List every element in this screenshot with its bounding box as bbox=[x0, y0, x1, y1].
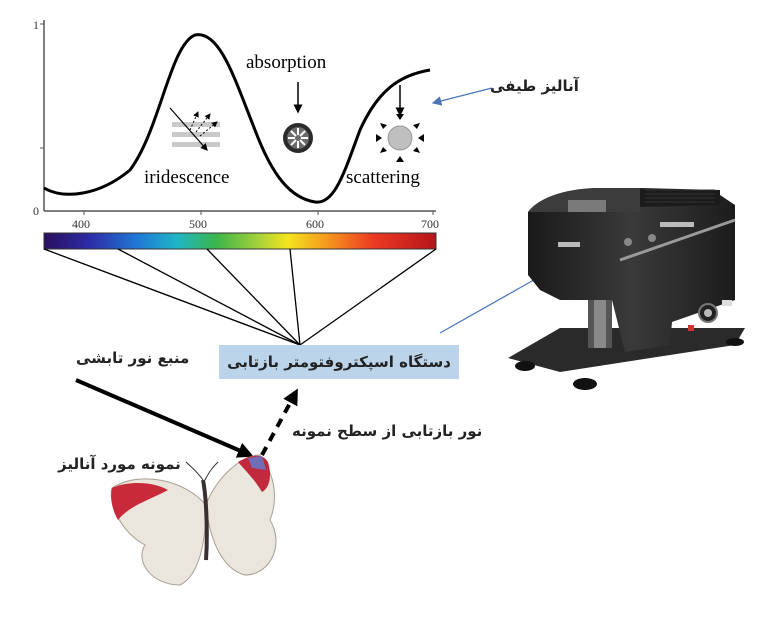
x-tick-label-600: 600 bbox=[306, 217, 324, 231]
reflected-light-label: نور بازتابی از سطح نمونه bbox=[292, 422, 483, 440]
reflectance-curve bbox=[43, 33, 431, 204]
sample-label: نمونه مورد آنالیز bbox=[58, 455, 181, 473]
reflected-light-arrow bbox=[260, 388, 298, 456]
spectral-graph: 1 0 400 500 600 700 iridescence absorpti… bbox=[33, 18, 439, 231]
x-tick-label-500: 500 bbox=[189, 217, 207, 231]
butterfly-image bbox=[110, 454, 277, 586]
spectral-analysis-pointer bbox=[431, 87, 493, 106]
scattering-label: scattering bbox=[346, 167, 420, 188]
absorption-label: absorption bbox=[246, 52, 327, 73]
y-tick-label-1: 1 bbox=[33, 18, 39, 32]
absorption-icon bbox=[283, 123, 313, 153]
spectral-analysis-label: آنالیز طیفی bbox=[490, 77, 579, 95]
x-tick-label-700: 700 bbox=[421, 217, 439, 231]
spectrophotometer-label: دستگاه اسپکتروفتومتر بازتابی bbox=[227, 353, 451, 371]
spectrum-fan-lines bbox=[43, 248, 437, 346]
scattering-icon bbox=[376, 114, 424, 162]
y-tick-label-0: 0 bbox=[33, 204, 39, 218]
spectrophotometer-device-image bbox=[508, 188, 745, 390]
incident-light-arrow bbox=[75, 378, 254, 458]
spectrophotometer-label-box: دستگاه اسپکتروفتومتر بازتابی bbox=[219, 345, 459, 379]
x-tick-label-400: 400 bbox=[72, 217, 90, 231]
iridescence-label: iridescence bbox=[144, 167, 229, 188]
visible-spectrum-bar bbox=[43, 232, 437, 250]
light-source-label: منبع نور تابشی bbox=[76, 349, 190, 367]
iridescence-icon bbox=[169, 107, 220, 151]
